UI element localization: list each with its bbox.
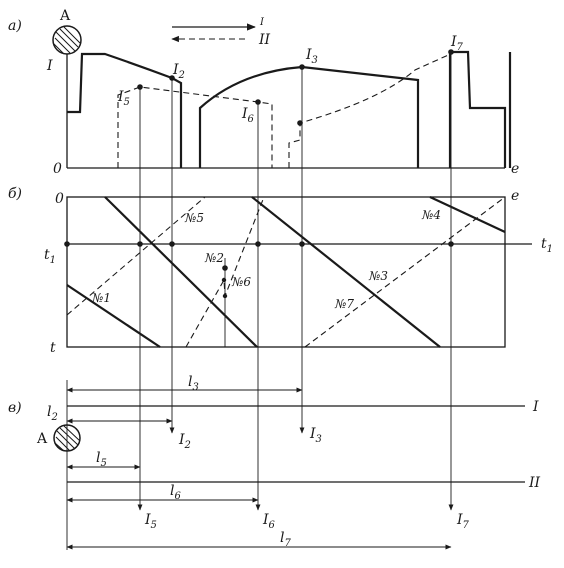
panel-c-label: в) <box>8 400 22 416</box>
train-line-dash-3 <box>304 196 506 348</box>
svg-text:I2: I2 <box>178 432 191 451</box>
tip-label-i7: I7 <box>456 512 470 531</box>
svg-text:I7: I7 <box>456 512 470 531</box>
panel-a-label: a) <box>8 18 22 34</box>
time-zero-label: 0 <box>55 191 64 207</box>
label-l6: l6 <box>170 483 181 502</box>
node-a-bottom-label: A <box>36 431 48 447</box>
panel-b-label: б) <box>8 186 22 202</box>
t1-label-right: t1 <box>541 236 553 255</box>
label-l5: l5 <box>96 450 107 469</box>
train-label-n7: №7 <box>334 297 354 311</box>
dot-n2 <box>222 265 228 271</box>
svg-text:I5: I5 <box>117 89 130 108</box>
line-one-label: I <box>532 399 539 415</box>
svg-text:l7: l7 <box>280 530 291 549</box>
label-i3: I3 <box>305 47 318 66</box>
label-l2: l2 <box>47 404 58 423</box>
svg-text:t1: t1 <box>44 247 56 266</box>
load-curve-i2 <box>67 52 183 168</box>
train-label-n5: №5 <box>184 211 204 225</box>
t1-dot-start <box>64 241 70 247</box>
train-label-n6: №6 <box>231 275 251 289</box>
direction-forward-label: I <box>259 17 265 28</box>
tip-label-i3: I3 <box>309 426 322 445</box>
time-t-label: t <box>50 340 56 356</box>
dot-n6-a <box>221 277 227 283</box>
svg-text:I2: I2 <box>172 62 185 81</box>
dot-n6-b <box>222 293 228 299</box>
train-line-3 <box>251 196 441 348</box>
current-level-label: I <box>46 58 53 74</box>
svg-text:l2: l2 <box>47 404 58 423</box>
svg-text:l3: l3 <box>188 374 199 393</box>
svg-text:I3: I3 <box>305 47 318 66</box>
t1-label-left: t1 <box>44 247 56 266</box>
label-i7: I7 <box>450 34 464 53</box>
train-line-dash-2 <box>185 196 265 348</box>
train-graph-frame <box>66 196 506 348</box>
svg-text:I6: I6 <box>262 512 276 531</box>
label-i6: I6 <box>241 106 255 125</box>
label-l7: l7 <box>280 530 291 549</box>
train-line-dash-1 <box>66 196 206 316</box>
direction-backward-label: II <box>258 32 271 48</box>
panel-c: в) A I II l3 l2 l5 l6 l7 I2 I3 I5 I6 I7 <box>8 374 541 550</box>
svg-text:t1: t1 <box>541 236 553 255</box>
train-label-n1: №1 <box>91 291 111 305</box>
train-line-1 <box>66 284 161 348</box>
axis-end-label: e <box>511 161 519 177</box>
projection-lines <box>137 52 454 511</box>
train-label-n2: №2 <box>204 251 224 265</box>
label-i5: I5 <box>117 89 130 108</box>
panel-a: a) A I II I 0 e I5 I2 <box>8 8 519 177</box>
train-label-n3: №3 <box>368 269 388 283</box>
node-a-label: A <box>59 8 71 24</box>
svg-text:I3: I3 <box>309 426 322 445</box>
axis-zero-label: 0 <box>53 161 62 177</box>
svg-text:I6: I6 <box>241 106 255 125</box>
tip-label-i5: I5 <box>144 512 157 531</box>
graph-end-label: e <box>511 188 519 204</box>
train-line-4 <box>429 196 506 233</box>
train-label-n4: №4 <box>421 208 441 222</box>
label-l3: l3 <box>188 374 199 393</box>
load-curve-i3 <box>198 65 420 168</box>
label-i2: I2 <box>172 62 185 81</box>
load-curve-i7 <box>448 50 507 168</box>
svg-text:l5: l5 <box>96 450 107 469</box>
svg-text:l6: l6 <box>170 483 181 502</box>
panel-b: б) 0 e t t1 t1 №1 №2 №3 №4 № <box>8 186 553 356</box>
svg-text:I7: I7 <box>450 34 464 53</box>
load-curve-i5-i6 <box>117 86 273 168</box>
tip-label-i2: I2 <box>178 432 191 451</box>
point-dashed <box>297 120 303 126</box>
substation-a-icon <box>52 25 82 55</box>
svg-text:I5: I5 <box>144 512 157 531</box>
train-line-5 <box>104 196 258 348</box>
tip-label-i6: I6 <box>262 512 276 531</box>
line-two-label: II <box>528 475 541 491</box>
